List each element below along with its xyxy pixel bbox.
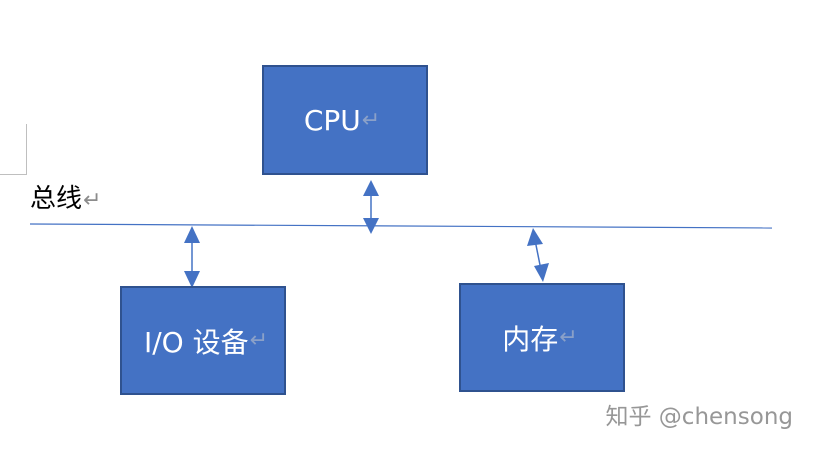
cpu-bus-arrow <box>363 180 379 234</box>
return-mark-icon: ↵ <box>249 328 269 353</box>
watermark: 知乎 @chensong <box>605 404 794 430</box>
bus-label-text: 总线 <box>30 184 83 214</box>
bus-label: 总线↵ <box>30 182 101 218</box>
memory-box: 内存↵ <box>459 283 625 392</box>
bus-line <box>29 223 773 229</box>
return-mark-icon: ↵ <box>83 188 102 213</box>
cpu-label: CPU <box>303 103 361 137</box>
memory-label: 内存 <box>502 322 559 356</box>
io-bus-arrow <box>184 226 200 288</box>
return-mark-icon: ↵ <box>559 325 578 350</box>
return-mark-icon: ↵ <box>361 107 381 133</box>
io-device-box: I/O 设备↵ <box>120 286 286 395</box>
cpu-box: CPU↵ <box>262 65 428 175</box>
memory-bus-arrow <box>527 228 549 282</box>
io-device-label: I/O 设备 <box>143 325 249 359</box>
page-corner-mark <box>0 124 27 175</box>
